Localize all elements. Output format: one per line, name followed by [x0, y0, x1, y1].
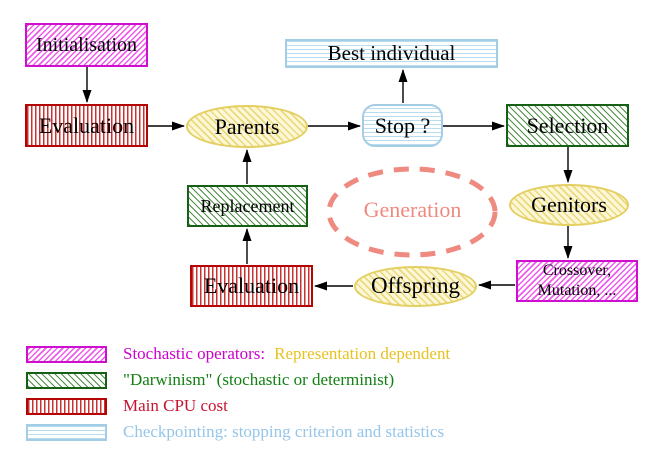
legend-row-checkpointing: Checkpointing: stopping criterion and st…: [26, 422, 444, 442]
node-initialisation: Initialisation: [25, 23, 148, 67]
node-best-individual: Best individual: [285, 39, 498, 68]
legend-row-main-cpu-cost: Main CPU cost: [26, 396, 228, 416]
node-stop: Stop ?: [362, 104, 443, 147]
generation-loop-ellipse: [326, 166, 498, 258]
legend-swatch-magenta-hatch: [26, 345, 107, 363]
legend-row-darwinism: "Darwinism" (stochastic or determinist): [26, 370, 394, 390]
legend-label-stochastic-operators: Stochastic operators:: [123, 344, 266, 363]
node-replacement: Replacement: [187, 185, 308, 227]
node-genitors: Genitors: [509, 184, 629, 226]
node-offspring: Offspring: [354, 266, 477, 307]
node-selection: Selection: [506, 104, 629, 147]
node-parents: Parents: [186, 105, 308, 148]
legend-label-representation-dependent: Representation dependent: [274, 344, 451, 363]
legend-label-checkpointing: Checkpointing: stopping criterion and st…: [123, 422, 445, 441]
node-evaluation-top: Evaluation: [25, 104, 148, 147]
legend-label-darwinism: "Darwinism" (stochastic or determinist): [123, 370, 395, 389]
legend-swatch-green-hatch: [26, 371, 107, 389]
legend-swatch-red-stripes: [26, 397, 107, 415]
node-evaluation-bottom: Evaluation: [190, 265, 313, 307]
legend-swatch-cyan-stripes: [26, 423, 107, 441]
legend-row-stochastic-operators: Stochastic operators: Representation dep…: [26, 344, 450, 364]
node-crossover-mutation: Crossover, Mutation, ...: [516, 260, 638, 302]
generation-loop-label: Generation: [363, 197, 462, 223]
legend-label-main-cpu-cost: Main CPU cost: [123, 396, 228, 415]
